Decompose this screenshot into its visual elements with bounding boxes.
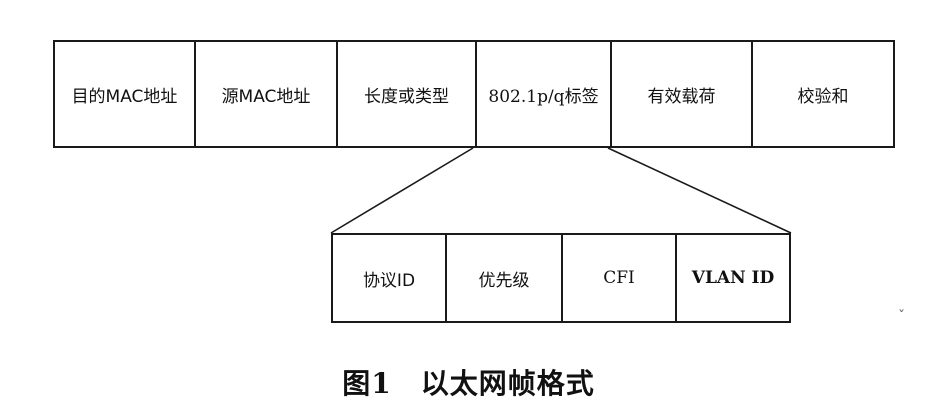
field-label: VLAN ID [691,268,775,288]
field-label: 优先级 [478,270,530,291]
field-dot1pq-tag: 802.1p/q标签 [475,40,612,148]
field-label: 源MAC地址 [221,86,311,107]
field-checksum: 校验和 [751,40,895,148]
field-src-mac: 源MAC地址 [194,40,338,148]
field-label: CFI [603,268,635,288]
tag-field-cfi: CFI [561,233,677,323]
field-label: 协议ID [362,270,416,291]
tag-field-vlan-id: VLAN ID [675,233,791,323]
field-payload: 有效载荷 [610,40,753,148]
connector-left [330,147,474,234]
field-length-type: 长度或类型 [336,40,477,148]
field-label: 有效载荷 [647,86,716,107]
field-dst-mac: 目的MAC地址 [53,40,196,148]
stray-mark: ˇ [898,309,905,325]
vlan-tag-row: 协议ID 优先级 CFI VLAN ID [331,233,791,323]
field-label: 长度或类型 [364,86,449,107]
field-label: 802.1p/q标签 [488,86,599,107]
tag-field-priority: 优先级 [445,233,563,323]
tag-field-protocol-id: 协议ID [331,233,447,323]
field-label: 校验和 [797,86,849,107]
connector-right [607,147,792,234]
field-label: 目的MAC地址 [71,86,178,107]
ethernet-frame-row: 目的MAC地址 源MAC地址 长度或类型 802.1p/q标签 有效载荷 校验和 [53,40,895,148]
figure-caption: 图1 以太网帧格式 [342,367,595,400]
